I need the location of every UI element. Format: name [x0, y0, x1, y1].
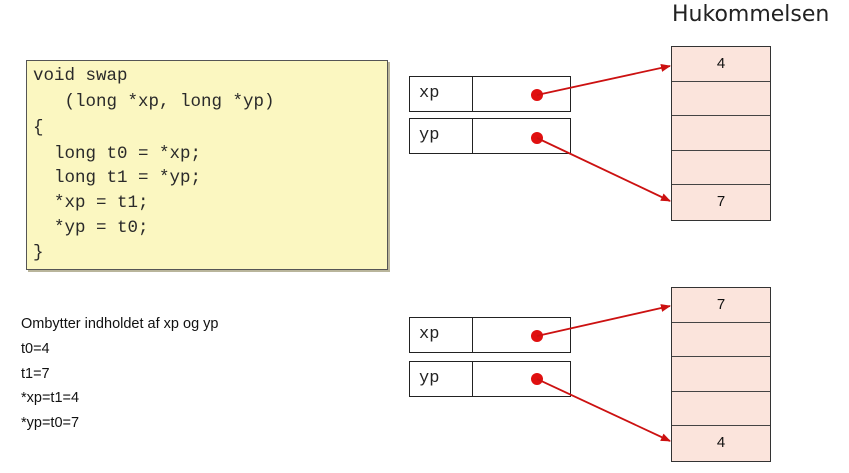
code-line: *yp = t0;	[33, 218, 149, 238]
code-line: long t1 = *yp;	[33, 168, 202, 188]
memory-cell: 7	[672, 185, 770, 220]
note-line: t0=4	[21, 341, 50, 357]
note-line: *yp=t0=7	[21, 415, 80, 431]
memory-cell	[672, 391, 770, 426]
register-label: yp	[410, 119, 473, 153]
pointer-arrow	[536, 137, 671, 202]
code-line: (long *xp, long *yp)	[33, 92, 275, 112]
code-line: long t0 = *xp;	[33, 144, 202, 164]
register-label: xp	[410, 77, 473, 111]
memory-cell	[672, 357, 770, 392]
memory-title: Hukommelsen	[672, 2, 830, 27]
memory-cell: 4	[672, 47, 770, 82]
pointer-arrow	[536, 378, 671, 442]
pointer-arrow	[536, 64, 671, 96]
code-line: *xp = t1;	[33, 193, 149, 213]
note-line: Ombytter indholdet af xp og yp	[21, 316, 219, 332]
memory-cell: 7	[672, 288, 770, 323]
register-label: xp	[410, 318, 473, 352]
memory-block-after: 7 4	[671, 287, 771, 462]
code-line: void swap	[33, 66, 128, 86]
code-line: }	[33, 243, 44, 263]
note-line: *xp=t1=4	[21, 390, 80, 406]
code-listing: void swap (long *xp, long *yp) { long t0…	[26, 60, 388, 270]
memory-cell	[672, 81, 770, 116]
register-yp-after: yp	[409, 361, 571, 397]
memory-block-before: 4 7	[671, 46, 771, 221]
register-yp-before: yp	[409, 118, 571, 154]
pointer-arrow	[536, 304, 671, 337]
memory-cell	[672, 150, 770, 185]
memory-cell	[672, 322, 770, 357]
note-line: t1=7	[21, 366, 50, 382]
memory-cell: 4	[672, 426, 770, 461]
code-line: {	[33, 118, 44, 138]
memory-cell	[672, 116, 770, 151]
register-label: yp	[410, 362, 473, 396]
